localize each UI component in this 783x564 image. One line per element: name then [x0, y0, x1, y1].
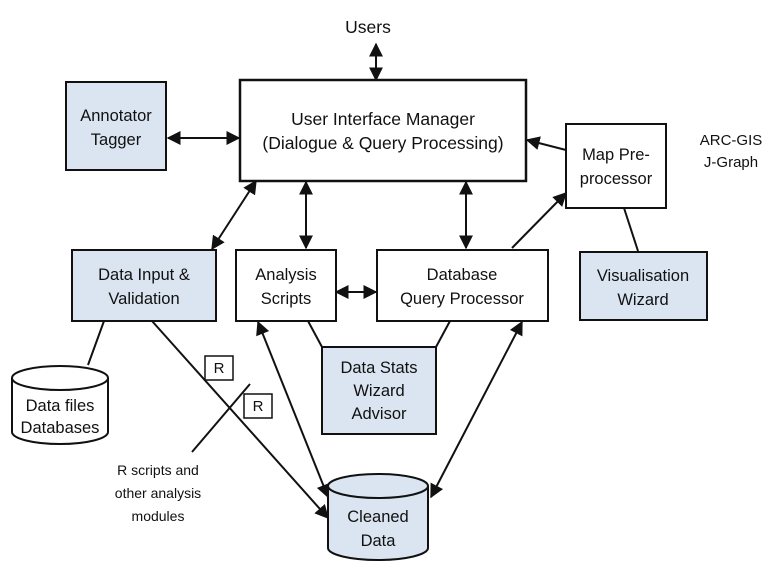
user-interface-manager: User Interface Manager (Dialogue & Query… — [238, 78, 528, 183]
line-dbqp-datastats — [435, 320, 451, 348]
arrow-dbqp-map — [511, 192, 567, 249]
dbqp-line1: Database — [427, 266, 498, 284]
uim-line1: User Interface Manager — [291, 109, 475, 129]
arc-gis-line2: J-Graph — [704, 154, 758, 171]
cleaned-line2: Data — [361, 532, 397, 550]
analysis-scripts: Analysis Scripts — [235, 249, 337, 322]
data-stats-wizard-advisor: Data Stats Wizard Advisor — [321, 346, 437, 435]
map-line2: processor — [580, 170, 653, 188]
r-scripts-line2: other analysis — [115, 485, 201, 501]
data-files-line2: Databases — [21, 419, 100, 437]
cleaned-line1: Cleaned — [347, 508, 408, 526]
data-files-line1: Data files — [26, 397, 95, 415]
dbqp-line2: Query Processor — [400, 290, 524, 308]
arrow-dbqp-cleaned — [430, 320, 523, 499]
r-scripts-line1: R scripts and — [117, 462, 199, 478]
r-scripts-line3: modules — [132, 508, 185, 524]
data-files-databases-cylinder: Data files Databases — [11, 365, 109, 445]
data-stats-line3: Advisor — [351, 405, 407, 423]
annotator-line2: Tagger — [91, 131, 142, 149]
database-query-processor: Database Query Processor — [376, 249, 549, 322]
arrow-map-uim — [525, 136, 567, 151]
map-preprocessor: Map Pre- processor — [565, 123, 667, 209]
line-rscripts — [191, 383, 251, 453]
arc-gis-line1: ARC-GIS — [700, 132, 763, 149]
r-badge-1-label: R — [214, 360, 225, 377]
r-badge-2-label: R — [253, 398, 264, 415]
map-line1: Map Pre- — [582, 146, 650, 164]
connectors — [87, 42, 639, 520]
visualisation-wizard: Visualisation Wizard — [579, 251, 708, 321]
uim-line2: (Dialogue & Query Processing) — [262, 133, 503, 153]
analysis-line1: Analysis — [255, 266, 316, 284]
data-stats-line1: Data Stats — [340, 359, 417, 377]
arrow-analysis-cleaned — [256, 320, 330, 499]
annotator-tagger: Annotator Tagger — [65, 81, 167, 171]
analysis-line2: Scripts — [261, 290, 311, 308]
annotator-line1: Annotator — [80, 107, 152, 125]
visual-line1: Visualisation — [597, 267, 689, 285]
line-analysis-datastats — [307, 320, 323, 348]
data-input-line1: Data Input & — [98, 266, 190, 284]
line-map-visual — [623, 207, 639, 252]
arrow-uim-datainput — [211, 179, 257, 251]
line-datainput-datafiles — [87, 320, 105, 366]
data-input-validation: Data Input & Validation — [71, 249, 217, 322]
data-input-line2: Validation — [108, 290, 179, 308]
visual-line2: Wizard — [617, 291, 668, 309]
r-badge-1: R — [204, 355, 234, 381]
users-label: Users — [345, 17, 391, 37]
cleaned-data-cylinder: Cleaned Data — [327, 473, 429, 561]
data-stats-line2: Wizard — [353, 382, 404, 400]
r-badge-2: R — [243, 393, 273, 419]
